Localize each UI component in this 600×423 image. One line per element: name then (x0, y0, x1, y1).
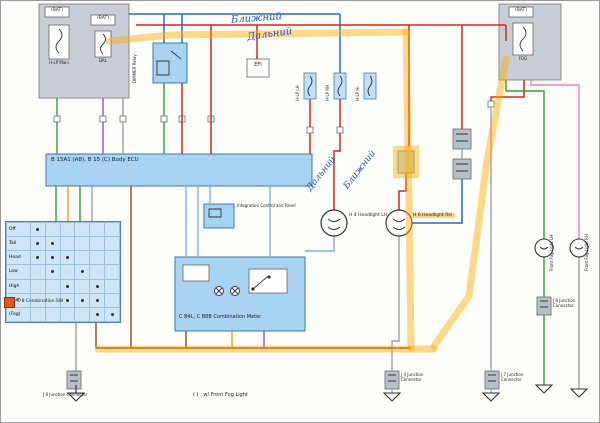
light-blue-wires (185, 186, 335, 257)
fuse-drl-label: DRL (98, 58, 108, 63)
combination-switch-icon (4, 297, 15, 308)
component-symbols (55, 26, 589, 382)
fuse1-label: H-LP LH (295, 85, 300, 101)
fog-rh-label: Front Fog Light RH (584, 234, 589, 271)
efi-label: EFI (254, 62, 262, 68)
yellow-wires (67, 186, 233, 348)
headlight-rh-label: H 6 Headlight RH (413, 213, 455, 219)
red-wires (136, 24, 525, 210)
combination-sw-label: C 8 Combination SW (17, 299, 64, 304)
junction-connector-2-label: J 4 Junction Connector (401, 372, 424, 382)
junction-connector-4-label: J 6 Junction Connector (553, 298, 576, 308)
bat-label-left-2: (BAT) (96, 16, 110, 21)
violet-wires (102, 98, 265, 348)
bottom-note: ( ) : w/ Front Fog Light (193, 392, 248, 398)
bat-label-left-1: (BAT) (50, 8, 64, 13)
fuse3-label: H-LP Hi (355, 86, 360, 101)
highlight-connector-patch (393, 146, 419, 178)
fuse-main-label: H-LP Main (49, 60, 69, 65)
body-ecu-label: B 15A1 (A8), B 15 (C) Body ECU (51, 157, 139, 163)
bat-label-right: (BAT) (514, 8, 528, 13)
junction-connector-1-label: J 8 Junction Connector (43, 392, 88, 397)
combination-meter-label: C B4L, C B8B Combination Meter (179, 314, 262, 320)
switch-table-row: (Fog) (6, 306, 120, 323)
ground-symbols (66, 384, 589, 402)
switch-table-row: High (6, 278, 120, 294)
white-boxes (44, 6, 534, 294)
inline-connector-squares (53, 100, 495, 134)
combination-switch-table: Off Tail Head Low High Flash (5, 221, 121, 323)
switch-row-label: Off (6, 221, 31, 238)
fuse-fog-label: FOG (518, 56, 528, 61)
switch-row-label: (Fog) (6, 306, 31, 323)
fuse-panel-boxes (38, 3, 562, 99)
dimmer-relay-label: DIMMER Relay (132, 54, 137, 83)
gray-wires (75, 98, 580, 393)
pink-wires (530, 80, 580, 239)
blue-wires (129, 13, 463, 224)
junction-connector-3-label: J 7 Junction Connector (501, 372, 524, 382)
brown-wires (95, 186, 411, 349)
headlight-lh-label: H 4 Headlight LH (349, 213, 388, 218)
fuse2-label: H-LP RH (325, 84, 330, 101)
switch-table-row: Off (6, 221, 120, 238)
fog-lh-label: Front Fog Light LH (549, 234, 554, 271)
highlighter-strokes (94, 28, 510, 353)
green-wires (55, 80, 545, 385)
integration-label: Integration Control and Panel (237, 203, 296, 208)
